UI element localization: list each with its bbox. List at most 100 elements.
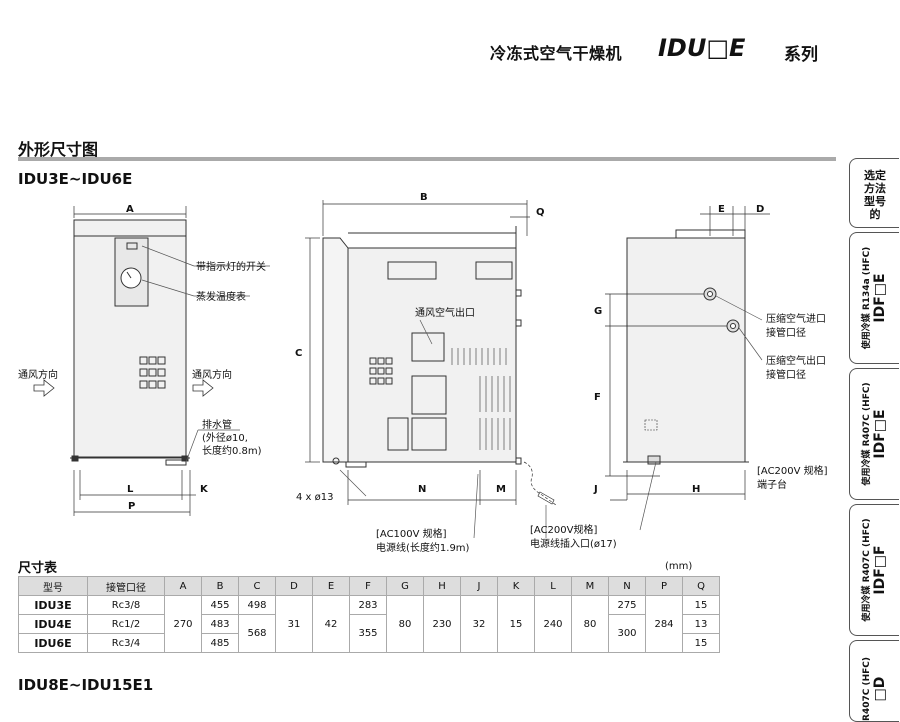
airflow-out-label: 通风方向 [192, 368, 232, 381]
table-row: IDU6E Rc3/4 485 15 [18, 633, 720, 653]
cell-N: 275 [608, 595, 646, 615]
table-row: IDU3E Rc3/8 270 455 498 31 42 283 80 230… [18, 595, 720, 653]
cell-L: 240 [534, 595, 572, 653]
tab-idf-f-r407c[interactable]: 使用冷媒 R407C (HFC) IDF□F [849, 504, 899, 636]
cell-model: IDU4E [18, 614, 88, 634]
th-G: G [386, 576, 424, 596]
cell-C: 498 [238, 595, 276, 615]
th-J: J [460, 576, 498, 596]
th-L: L [534, 576, 572, 596]
dim-label-K: K [200, 484, 209, 495]
cell-Q: 13 [682, 614, 720, 634]
dim-label-J: J [593, 484, 598, 495]
callout-vent-outlet: 通风空气出口 [415, 306, 475, 319]
cell-P: 284 [645, 595, 683, 653]
section-title: 外形尺寸图 [18, 140, 99, 159]
cell-K: 15 [497, 595, 535, 653]
callout-air-outlet: 压缩空气出口 [766, 354, 826, 367]
header-model-text: IDU□E [658, 34, 746, 62]
th-B: B [201, 576, 239, 596]
cell-port: Rc3/4 [87, 633, 165, 653]
cell-D: 31 [275, 595, 313, 653]
dim-label-H: H [692, 484, 700, 495]
callout-mount-holes: 4 x ø13 [296, 492, 333, 503]
table-row: IDU4E Rc1/2 483 568 355 300 13 [18, 614, 720, 653]
subsection-title-2: IDU8E~IDU15E1 [18, 676, 154, 694]
th-F: F [349, 576, 387, 596]
table-header-row: 型号 接管口径 A B C D E F G H J K L M N P Q [18, 576, 720, 596]
th-H: H [423, 576, 461, 596]
header-model: IDU□E [658, 34, 745, 62]
cell-model: IDU3E [18, 595, 88, 615]
callout-ac100v: [AC100V 规格] [376, 527, 447, 540]
cell-C: 568 [238, 614, 276, 653]
th-K: K [497, 576, 535, 596]
tab-d-r407c[interactable]: R407C (HFC) □D [849, 640, 899, 722]
th-port: 接管口径 [87, 576, 165, 596]
callout-drain-length: 长度约0.8m) [202, 444, 262, 457]
cell-F: 283 [349, 595, 387, 615]
dim-label-C: C [295, 348, 302, 359]
th-Q: Q [682, 576, 720, 596]
cell-Q: 15 [682, 595, 720, 615]
callout-air-inlet: 压缩空气进口 [766, 312, 826, 325]
callout-indicator-switch: 带指示灯的开关 [196, 260, 266, 273]
callout-drain-outer: (外径ø10, [202, 431, 248, 444]
th-model: 型号 [18, 576, 88, 596]
cell-B: 483 [201, 614, 239, 634]
th-N: N [608, 576, 646, 596]
cell-H: 230 [423, 595, 461, 653]
th-P: P [645, 576, 683, 596]
callout-terminal-block: 端子台 [757, 478, 787, 491]
cell-model: IDU6E [18, 633, 88, 653]
tab-idf-e-r407c[interactable]: 使用冷媒 R407C (HFC) IDF□E [849, 368, 899, 500]
side-view [305, 200, 557, 539]
cell-Q: 15 [682, 633, 720, 653]
header-series: 系列 [784, 45, 818, 65]
cell-J: 32 [460, 595, 498, 653]
th-M: M [571, 576, 609, 596]
callout-drain-pipe: 排水管 [202, 418, 232, 431]
cell-A: 270 [164, 595, 202, 653]
tab-selection-method[interactable]: 选定 方法 型号 的 [849, 158, 899, 228]
dim-label-P: P [128, 501, 135, 512]
cell-port: Rc3/8 [87, 595, 165, 615]
dim-label-A: A [126, 204, 134, 215]
cell-G: 80 [386, 595, 424, 653]
th-E: E [312, 576, 350, 596]
dim-label-N: N [418, 484, 426, 495]
callout-outlet-port: 接管口径 [766, 368, 806, 381]
dim-label-L: L [127, 484, 134, 495]
cell-port: Rc1/2 [87, 614, 165, 634]
th-A: A [164, 576, 202, 596]
subsection-title-1: IDU3E~IDU6E [18, 170, 133, 188]
dim-label-B: B [420, 192, 428, 203]
cell-E: 42 [312, 595, 350, 653]
cell-N: 300 [608, 614, 646, 653]
header-title: 冷冻式空气干燥机 [490, 44, 623, 63]
callout-evaporation-gauge: 蒸发温度表 [196, 290, 246, 303]
callout-cord-inlet: 电源线插入口(ø17) [530, 537, 617, 550]
cell-B: 455 [201, 595, 239, 615]
callout-ac200v-terminal: [AC200V 规格] [757, 464, 828, 477]
rear-view [605, 206, 770, 531]
dim-label-E: E [718, 204, 725, 215]
dim-label-G: G [594, 306, 602, 317]
dim-label-Q: Q [536, 207, 545, 218]
table-title: 尺寸表 [18, 561, 58, 576]
th-D: D [275, 576, 313, 596]
dim-label-F: F [594, 392, 601, 403]
callout-ac200v: [AC200V规格] [530, 523, 597, 536]
table-unit: (mm) [665, 561, 693, 572]
cell-B: 485 [201, 633, 239, 653]
tab-selection-method-label: 选定 方法 型号 的 [864, 169, 886, 221]
dim-label-D: D [756, 204, 764, 215]
dim-label-M: M [496, 484, 506, 495]
dimension-table: 型号 接管口径 A B C D E F G H J K L M N P Q ID… [18, 576, 720, 653]
cell-F: 355 [349, 614, 387, 653]
tab-idf-e-r134a[interactable]: 使用冷媒 R134a (HFC) IDF□E [849, 232, 899, 364]
front-view [33, 206, 270, 516]
th-C: C [238, 576, 276, 596]
callout-power-cord: 电源线(长度约1.9m) [376, 541, 470, 554]
cell-M: 80 [571, 595, 609, 653]
